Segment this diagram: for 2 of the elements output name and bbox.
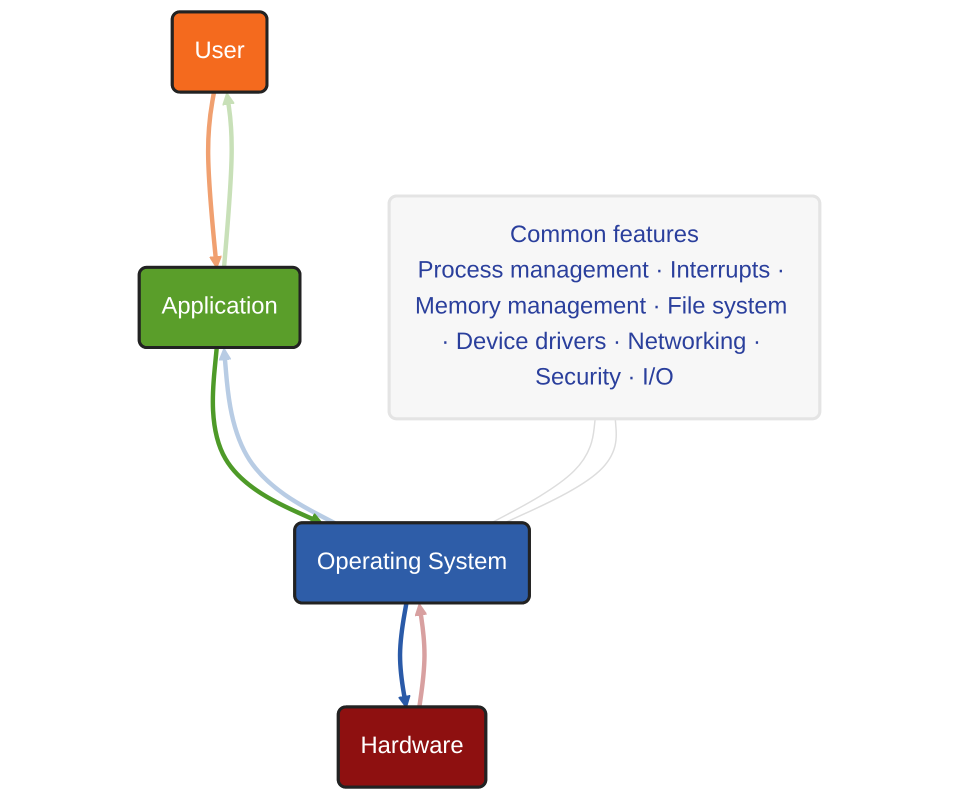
arrow <box>414 603 428 708</box>
arrow <box>222 92 236 268</box>
